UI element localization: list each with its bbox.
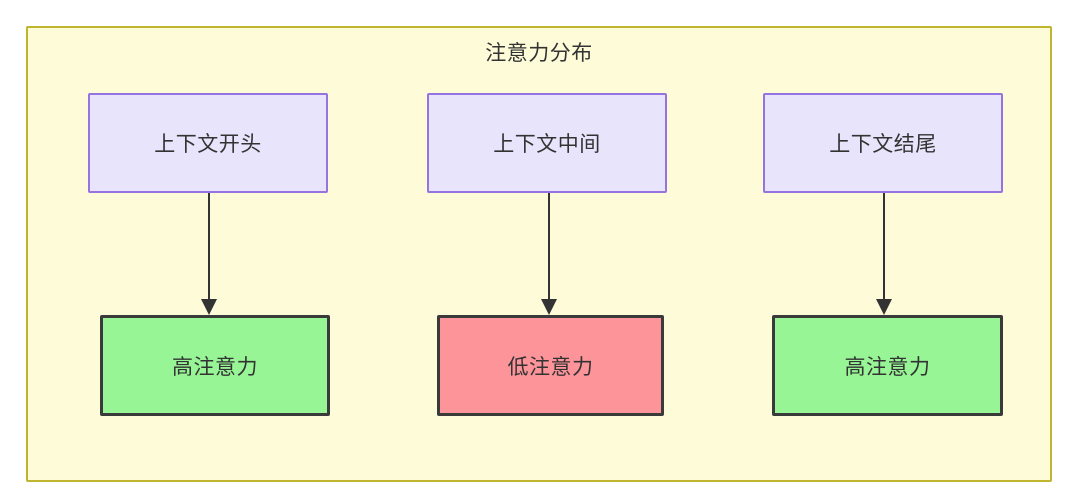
node-context-middle-label: 上下文中间 [493, 133, 601, 156]
node-context-middle[interactable]: 上下文中间 [427, 93, 667, 193]
node-context-end-label: 上下文结尾 [829, 133, 937, 156]
node-context-start[interactable]: 上下文开头 [88, 93, 328, 193]
node-attention-high-start[interactable]: 高注意力 [100, 315, 330, 416]
node-attention-low-middle-label: 低注意力 [507, 355, 594, 379]
node-context-end[interactable]: 上下文结尾 [763, 93, 1003, 193]
node-attention-high-start-label: 高注意力 [172, 355, 258, 379]
node-attention-high-end-label: 高注意力 [844, 355, 931, 379]
node-attention-high-end[interactable]: 高注意力 [772, 315, 1003, 416]
node-context-start-label: 上下文开头 [154, 133, 262, 156]
node-attention-low-middle[interactable]: 低注意力 [437, 315, 664, 416]
subgraph-title: 注意力分布 [485, 42, 593, 65]
